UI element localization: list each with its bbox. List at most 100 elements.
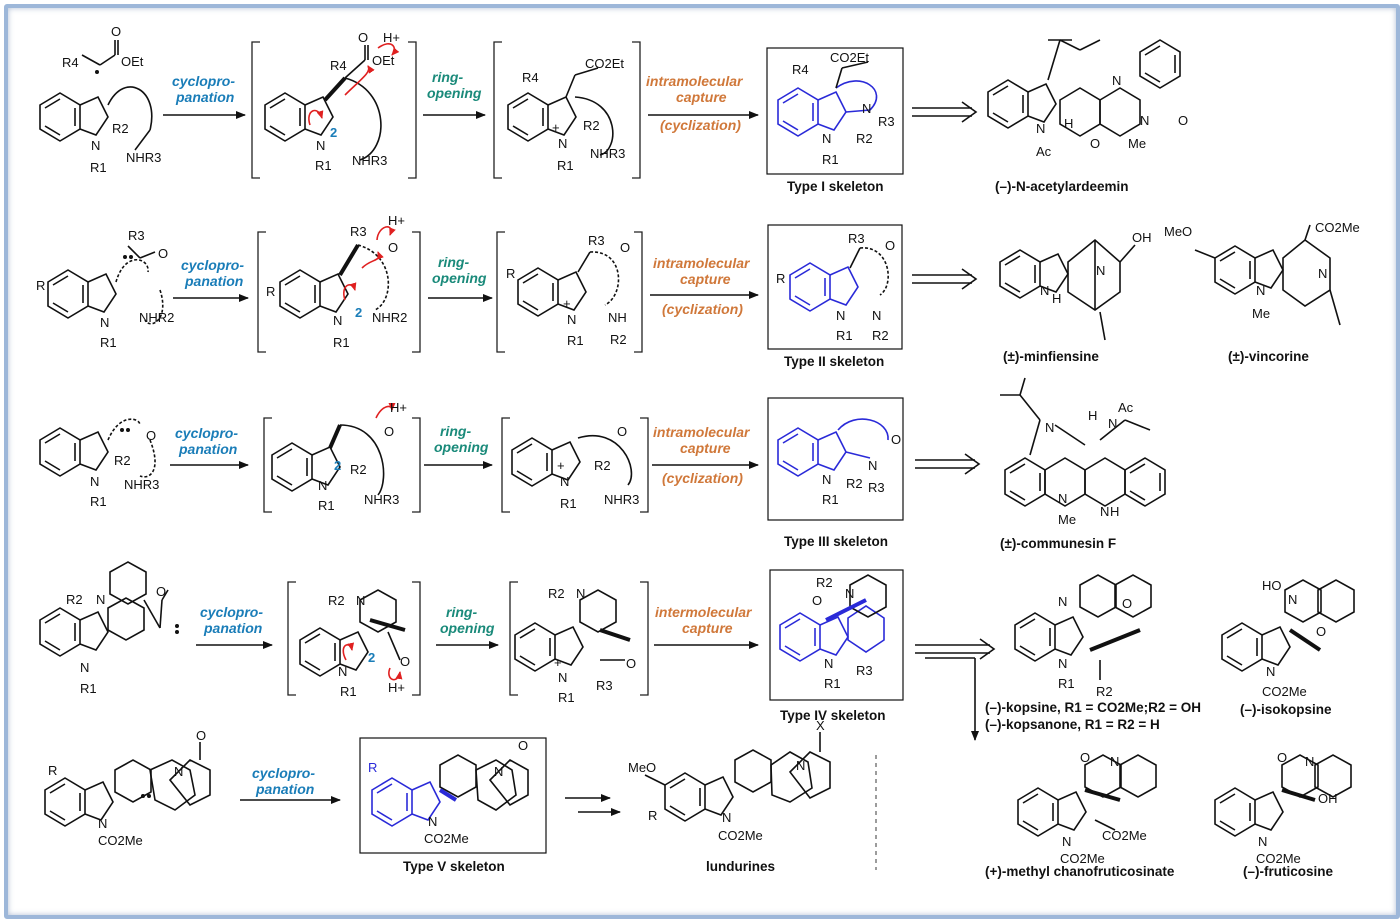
product-minfiensine: OH N N H	[999, 230, 1152, 341]
skeleton-caption: Type IV skeleton	[780, 708, 886, 723]
label: O	[358, 30, 368, 45]
label: O	[885, 238, 895, 253]
skeleton-caption: Type II skeleton	[784, 354, 884, 369]
intermediate-1b: R4 CO2Et + N R1 R2 NHR3	[493, 41, 641, 179]
label: R2	[583, 118, 600, 133]
label: CO2Me	[1102, 828, 1147, 843]
label: O	[158, 246, 168, 261]
label: NHR3	[124, 477, 159, 492]
label: N	[1318, 266, 1327, 281]
product-ardeemin: N N N O Ac H O Me	[987, 39, 1188, 159]
label: R	[506, 266, 515, 281]
step-label: opening	[427, 85, 482, 101]
step-label: ring-	[438, 254, 469, 270]
label: NHR3	[352, 153, 387, 168]
label: N	[91, 138, 100, 153]
step-label: opening	[440, 620, 495, 636]
label: 2	[330, 125, 337, 140]
intermediate-1a: R4 O OEt H+ 2 N R1 NHR3	[251, 30, 417, 179]
step-label: panation	[203, 620, 262, 636]
label: O	[1178, 113, 1188, 128]
type-v-skeleton: R N O N CO2Me	[359, 737, 547, 854]
label: O	[156, 584, 166, 599]
skeleton-caption: Type I skeleton	[787, 179, 884, 194]
label: R1	[822, 492, 839, 507]
label: R	[266, 284, 275, 299]
product-name: (–)-kopsanone, R1 = R2 = H	[985, 717, 1160, 732]
label: R2	[610, 332, 627, 347]
start-material-2: R3 O R N R1 NHR2	[36, 228, 174, 350]
label: H+	[388, 213, 405, 228]
label: Me	[1058, 512, 1076, 527]
label: N	[1045, 420, 1054, 435]
label: R2	[114, 453, 131, 468]
label: O	[518, 738, 528, 753]
product-vincorine: MeO CO2Me N N Me	[1164, 220, 1360, 326]
label: N	[1058, 491, 1067, 506]
label: OEt	[121, 54, 144, 69]
label: N	[796, 758, 805, 773]
label: R1	[557, 158, 574, 173]
step-label: ring-	[446, 604, 477, 620]
label: Ac	[1118, 400, 1134, 415]
product-name: (±)-communesin F	[1000, 536, 1116, 551]
step-label: panation	[255, 781, 314, 797]
label: R1	[90, 160, 107, 175]
label: N	[174, 764, 183, 779]
label: N	[316, 138, 325, 153]
label: R	[36, 278, 45, 293]
label: N	[1258, 834, 1267, 849]
label: N	[822, 131, 831, 146]
label: N	[318, 478, 327, 493]
label: R2	[594, 458, 611, 473]
start-material-3: O R2 N R1 NHR3	[39, 418, 159, 509]
step-label: intramolecular	[653, 424, 751, 440]
label: CO2Me	[98, 833, 143, 848]
label: Me	[1252, 306, 1270, 321]
skeleton-caption: Type III skeleton	[784, 534, 888, 549]
step-label: (cyclization)	[660, 117, 741, 133]
label: N	[845, 586, 854, 601]
label: N	[1266, 664, 1275, 679]
label: R3	[848, 231, 865, 246]
step-label: panation	[175, 89, 234, 105]
label: O	[146, 428, 156, 443]
label: N	[90, 474, 99, 489]
label: 2	[368, 650, 375, 665]
label: NHR3	[604, 492, 639, 507]
step-label: ring-	[440, 423, 471, 439]
row-2: R3 O R N R1 NHR2 cyclopro- panation R3 H…	[36, 213, 1360, 369]
label: N	[80, 660, 89, 675]
label: MeO	[1164, 224, 1192, 239]
label: H	[1088, 408, 1097, 423]
label: R	[776, 271, 785, 286]
label: O	[620, 240, 630, 255]
label: CO2Me	[718, 828, 763, 843]
label: R1	[1058, 676, 1075, 691]
label: NHR3	[126, 150, 161, 165]
label: O	[1080, 750, 1090, 765]
label: N	[356, 593, 365, 608]
label: N	[872, 308, 881, 323]
step-label: intramolecular	[646, 73, 744, 89]
step-label: capture	[680, 440, 731, 456]
label: R1	[90, 494, 107, 509]
label: R3	[596, 678, 613, 693]
label: R1	[836, 328, 853, 343]
label: OEt	[372, 53, 395, 68]
label: R1	[558, 690, 575, 705]
label: N	[1110, 754, 1119, 769]
label: R2	[816, 575, 833, 590]
intermediate-3b: O + N R1 R2 NHR3	[501, 417, 649, 513]
label: N	[1140, 113, 1149, 128]
label: N	[1100, 504, 1109, 519]
label: R3	[588, 233, 605, 248]
label: R1	[100, 335, 117, 350]
type-iv-skeleton: R2 N O N R1 R3	[769, 569, 904, 701]
intermediate-4a: R2 N N R1 2 O H+	[287, 581, 421, 699]
label: N	[494, 764, 503, 779]
label: MeO	[628, 760, 656, 775]
step-label: opening	[434, 439, 489, 455]
row-5: R N O N CO2Me cyclopro- panation R N O N…	[44, 718, 877, 874]
